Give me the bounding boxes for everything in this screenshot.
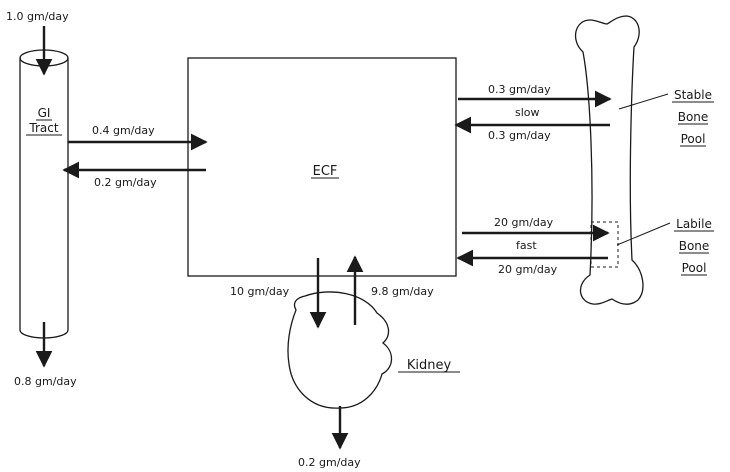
labile-pool-region [591, 222, 618, 267]
stable-label: Stable [674, 88, 712, 102]
gi-label: GI [38, 106, 51, 120]
stable-pool-label: Pool [681, 132, 706, 146]
tract-label: Tract [28, 121, 58, 135]
ecf-label: ECF [313, 164, 338, 179]
labile-deposit-label: 20 gm/day [494, 216, 554, 229]
stable-bone-label: Bone [678, 110, 709, 124]
bone-shape [576, 16, 643, 304]
urine-loss-label: 0.2 gm/day [298, 456, 361, 469]
labile-label: Labile [676, 217, 712, 231]
fast-label: fast [516, 239, 537, 252]
labile-resorb-label: 20 gm/day [498, 263, 558, 276]
stable-pool-leader [619, 94, 668, 109]
labile-pool-leader [617, 223, 670, 245]
fecal-loss-label: 0.8 gm/day [14, 375, 77, 388]
slow-label: slow [515, 106, 540, 119]
kidney-label: Kidney [407, 358, 452, 373]
stable-resorb-label: 0.3 gm/day [488, 129, 551, 142]
labile-bone-label: Bone [679, 239, 710, 253]
gi-intake-label: 1.0 gm/day [6, 10, 69, 23]
stable-deposit-label: 0.3 gm/day [488, 83, 551, 96]
labile-pool-label: Pool [682, 261, 707, 275]
absorption-label: 0.4 gm/day [92, 124, 155, 137]
kidney-shape [288, 292, 392, 408]
renal-filtration-label: 10 gm/day [230, 285, 290, 298]
secretion-label: 0.2 gm/day [94, 176, 157, 189]
renal-reabsorption-label: 9.8 gm/day [371, 285, 434, 298]
gi-tract-cylinder [20, 50, 68, 338]
